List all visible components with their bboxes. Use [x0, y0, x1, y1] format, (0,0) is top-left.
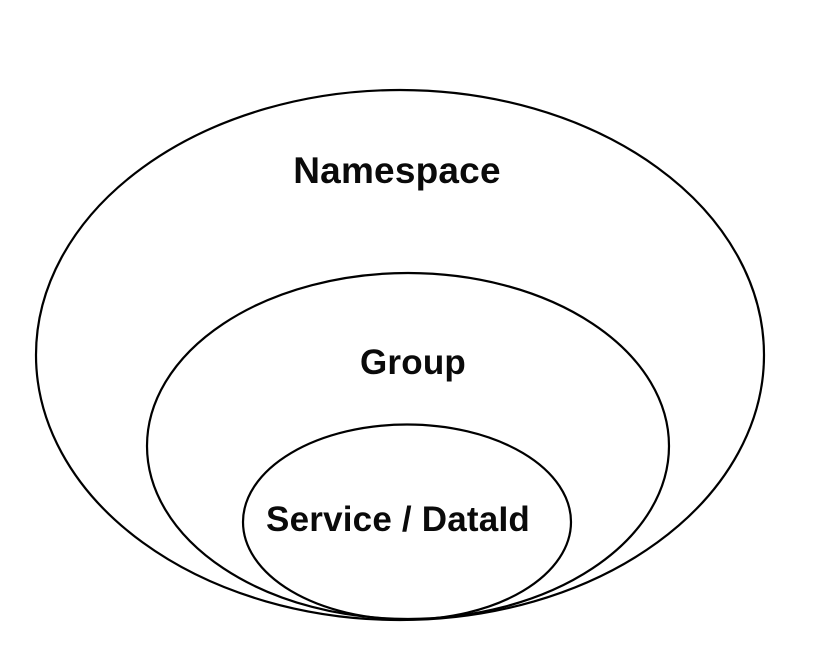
- service-dataid-ellipse: [241, 423, 573, 621]
- group-label: Group: [360, 343, 466, 382]
- namespace-label: Namespace: [293, 150, 501, 191]
- group-ellipse: [145, 271, 671, 621]
- service-dataid-label: Service / DataId: [266, 500, 530, 539]
